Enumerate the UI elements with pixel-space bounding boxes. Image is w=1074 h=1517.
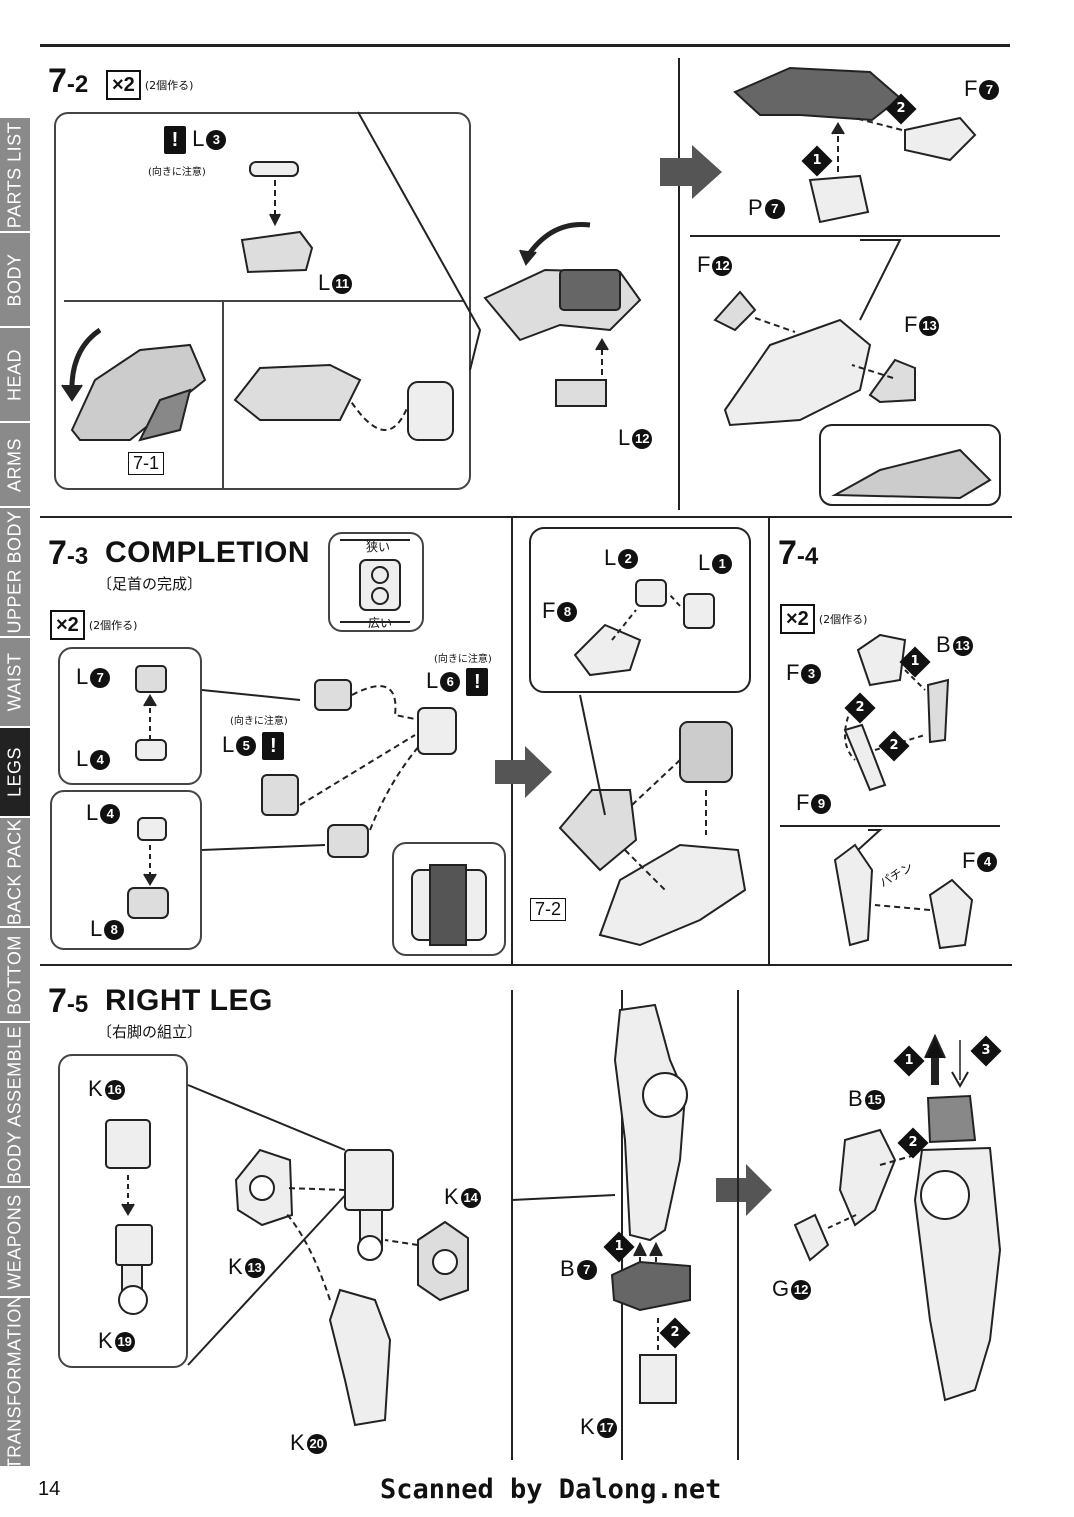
caution-note: (向きに注意)	[148, 167, 206, 178]
caution-icon: !	[164, 126, 186, 154]
order-badge-2b: 2	[897, 1127, 929, 1159]
step-7-3-panel-b	[50, 790, 202, 950]
step-7-5-title: RIGHT LEG	[105, 984, 273, 1017]
tab-legs[interactable]: LEGS	[0, 728, 30, 818]
tab-bottom[interactable]: BOTTOM	[0, 928, 30, 1023]
step-7-3-result-panel	[392, 842, 506, 956]
tab-waist[interactable]: WAIST	[0, 638, 30, 728]
tab-back-pack[interactable]: BACK PACK	[0, 818, 30, 928]
step-7-5-number: 7-5	[48, 982, 89, 1020]
step-7-3-quantity: ×2(2個作る)	[50, 610, 137, 640]
step-7-4-number: 7-4	[778, 534, 819, 572]
quantity-note: (2個作る)	[818, 613, 868, 626]
step-7-3-panel-a	[58, 647, 202, 785]
caution-icon: !	[262, 732, 285, 760]
tab-arms[interactable]: ARMS	[0, 423, 30, 508]
step-7-5-panel	[58, 1054, 188, 1368]
tab-body[interactable]: BODY	[0, 233, 30, 328]
tab-parts-list[interactable]: PARTS LIST	[0, 118, 30, 233]
scan-credit: Scanned by Dalong.net	[380, 1474, 722, 1505]
step-7-3-subtitle: 〔足首の完成〕	[97, 575, 203, 593]
order-badge-3: 3	[970, 1035, 1002, 1067]
panel-split	[64, 300, 464, 302]
order-badge-1: 1	[603, 1231, 635, 1263]
step-7-2-quantity: ×2(2個作る)	[106, 70, 193, 100]
divider-row2	[40, 964, 1012, 966]
step-7-5-subtitle: 〔右脚の組立〕	[97, 1023, 203, 1041]
tab-upper-body[interactable]: UPPER BODY	[0, 508, 30, 638]
quantity-badge: ×2	[50, 610, 85, 640]
divider-v2	[511, 518, 513, 964]
width-check-panel	[328, 532, 424, 632]
step-7-5-illustration	[105, 990, 1002, 1460]
step-7-2-illustration	[61, 66, 1001, 506]
quantity-note: (2個作る)	[144, 79, 194, 92]
tab-weapons[interactable]: WEAPONS	[0, 1188, 30, 1298]
tab-head[interactable]: HEAD	[0, 328, 30, 423]
panel-split-v	[222, 300, 224, 490]
step-7-4-quantity: ×2(2個作る)	[780, 604, 867, 634]
page-number: 14	[38, 1478, 61, 1500]
ref-step-7-2: 7-2	[530, 898, 567, 921]
step-7-2-detail-panel	[54, 112, 471, 490]
quantity-badge: ×2	[106, 70, 141, 100]
tab-transformation[interactable]: TRANSFORMATION	[0, 1298, 30, 1468]
order-badge-1b: 1	[893, 1045, 925, 1077]
quantity-badge: ×2	[780, 604, 815, 634]
section-tab-bar: PARTS LIST BODY HEAD ARMS UPPER BODY WAI…	[0, 0, 34, 1480]
step-7-3-title: COMPLETION	[105, 536, 310, 569]
step-7-3-number: 7-3	[48, 534, 89, 572]
quantity-note: (2個作る)	[88, 619, 138, 632]
step-7-4-illustration	[780, 633, 1000, 950]
step-7-3-illustration	[127, 527, 751, 947]
top-rule	[40, 44, 1010, 47]
divider-v3	[768, 518, 770, 964]
caution-note-L6: (向きに注意)	[434, 654, 492, 665]
tab-body-assemble[interactable]: BODY ASSEMBLE	[0, 1023, 30, 1188]
order-badge-2: 2	[659, 1317, 691, 1349]
step-7-2-number: 7-2	[48, 62, 89, 100]
narrow-label: 狭い	[366, 540, 391, 554]
divider-v1	[678, 58, 680, 510]
caution-note-L5: (向きに注意)	[230, 716, 288, 727]
caution-icon: !	[466, 668, 489, 696]
divider-row1	[40, 516, 1012, 518]
ref-step-7-1: 7-1	[128, 452, 165, 475]
